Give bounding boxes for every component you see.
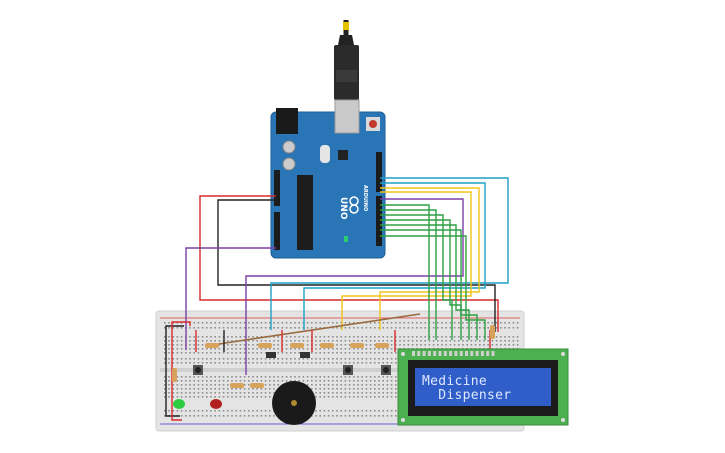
digital-header-bottom [376,196,382,246]
lcd-screen [415,368,551,406]
usb-port [334,99,360,134]
wire-purple-a0 [185,247,276,350]
capacitor-2 [282,157,296,171]
wire-green-2 [380,209,437,340]
svg-text:UNO: UNO [338,197,348,220]
power-header [274,170,280,206]
capacitor-1 [282,140,296,154]
wire-black-gnd [217,199,496,332]
piezo-buzzer[interactable] [272,381,316,425]
wire-yellow-2 [341,191,472,330]
wires [165,177,509,421]
wire-green-6 [380,229,478,340]
wire-green-7 [380,235,486,340]
wire-red-5v [199,195,499,332]
atmega-chip [297,175,313,250]
resistors [172,325,495,388]
slide-switch-1 [266,352,276,358]
resistor-7 [230,383,244,388]
arduino-uno-board[interactable]: ARDUINO UNO [270,20,386,259]
lcd-line-1: Medicine [422,374,487,389]
analog-header [274,212,280,250]
pushbuttons[interactable] [193,352,391,375]
resistor-10 [490,325,495,339]
wire-black-rail [165,325,184,417]
usb-plug-neck [338,35,354,45]
resistor-2 [258,343,272,348]
resistor-4 [320,343,334,348]
power-led [344,236,348,242]
lcd-16x2[interactable]: Medicine Dispenser [397,348,569,426]
wire-teal-2 [303,182,486,330]
resistor-9 [172,368,177,382]
arduino-logo: ARDUINO UNO [338,185,368,220]
leds [173,399,222,409]
slide-switch-2 [300,352,310,358]
resistor-8 [250,383,264,388]
wire-teal-1 [270,177,509,330]
resistor-1 [205,343,219,348]
lcd-line-2: Dispenser [422,388,511,403]
green-led [173,399,185,409]
wire-yellow-1 [379,187,480,330]
digital-header-top [376,152,382,192]
power-jack [276,108,298,134]
crystal [320,145,330,163]
usb-cable-tip [343,22,349,30]
wire-green-1 [380,204,430,340]
wire-purple-2 [245,198,464,375]
lcd-pin-header [412,351,495,356]
resistor-5 [350,343,364,348]
resistor-3 [290,343,304,348]
wire-red-rail [171,321,191,421]
wire-green-4 [380,219,462,340]
wire-brown [211,313,421,346]
wire-green-3 [380,214,453,340]
svg-text:ARDUINO: ARDUINO [362,185,368,211]
resistor-6 [375,343,389,348]
red-led [210,399,222,409]
